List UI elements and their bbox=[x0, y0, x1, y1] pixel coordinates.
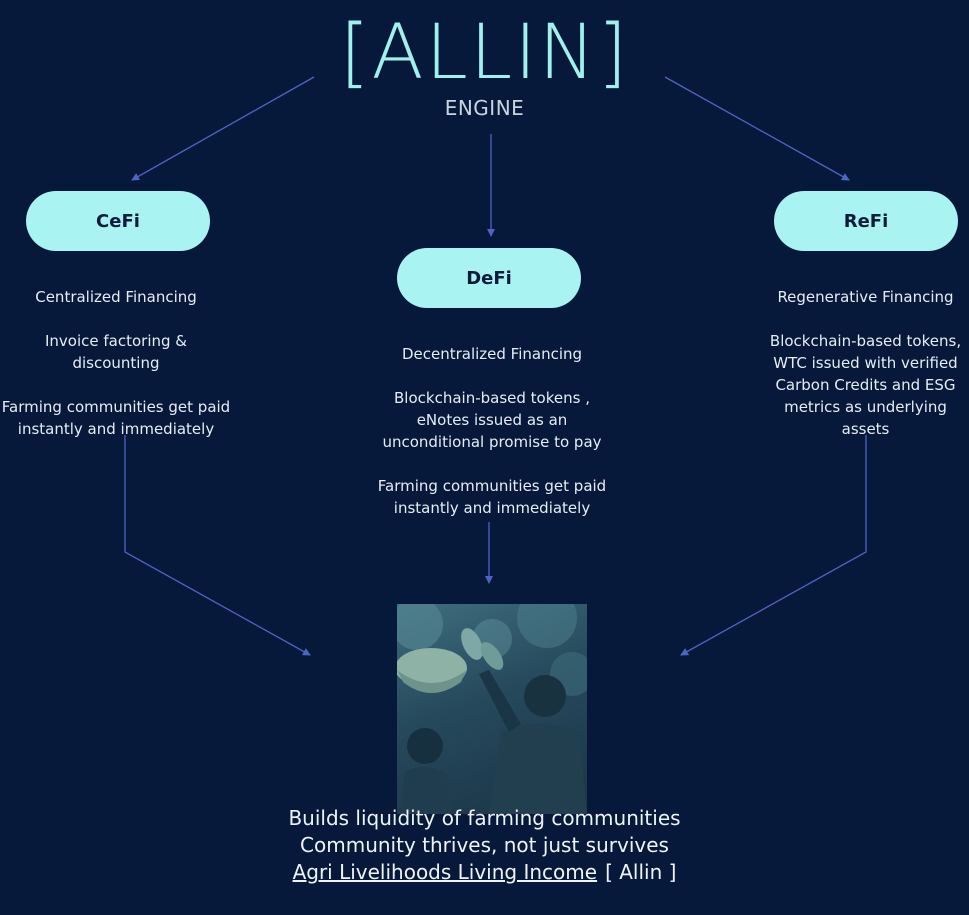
cefi-description: Centralized Financing Invoice factoring … bbox=[0, 286, 232, 462]
impact-line-2: Community thrives, not just survives bbox=[300, 833, 669, 857]
cefi-line: Farming communities get paid instantly a… bbox=[1, 398, 231, 438]
cefi-line: Invoice factoring & discounting bbox=[44, 332, 187, 372]
cefi-node: CeFi bbox=[26, 191, 210, 251]
impact-line-1: Builds liquidity of farming communities bbox=[288, 806, 681, 830]
arrow-cefi-to-community bbox=[124, 435, 311, 656]
refi-line: Blockchain-based tokens, WTC issued with… bbox=[769, 332, 962, 438]
community-impact-text: Builds liquidity of farming communities … bbox=[0, 805, 969, 886]
allin-tag: [ Allin ] bbox=[605, 860, 677, 884]
arrow-engine-to-refi bbox=[664, 76, 850, 181]
defi-line: Farming communities get paid instantly a… bbox=[377, 477, 607, 517]
defi-line: Blockchain-based tokens , eNotes issued … bbox=[382, 389, 602, 451]
defi-description: Decentralized Financing Blockchain-based… bbox=[368, 343, 616, 541]
arrow-refi-to-community bbox=[680, 435, 867, 656]
arrow-engine-to-cefi bbox=[131, 76, 315, 181]
refi-description: Regenerative Financing Blockchain-based … bbox=[762, 286, 969, 462]
refi-line: Regenerative Financing bbox=[777, 288, 954, 306]
defi-node: DeFi bbox=[397, 248, 581, 308]
brand-title: [ALLIN] bbox=[339, 7, 630, 96]
refi-node: ReFi bbox=[774, 191, 958, 251]
farming-community-photo bbox=[397, 604, 587, 814]
cefi-line: Centralized Financing bbox=[35, 288, 197, 306]
agri-livelihoods-link[interactable]: Agri Livelihoods Living Income bbox=[292, 860, 598, 884]
defi-line: Decentralized Financing bbox=[401, 345, 583, 363]
brand-subtitle: ENGINE bbox=[444, 96, 525, 120]
impact-line-3: Agri Livelihoods Living Income [ Allin ] bbox=[0, 859, 969, 886]
farmers-illustration bbox=[397, 604, 587, 814]
